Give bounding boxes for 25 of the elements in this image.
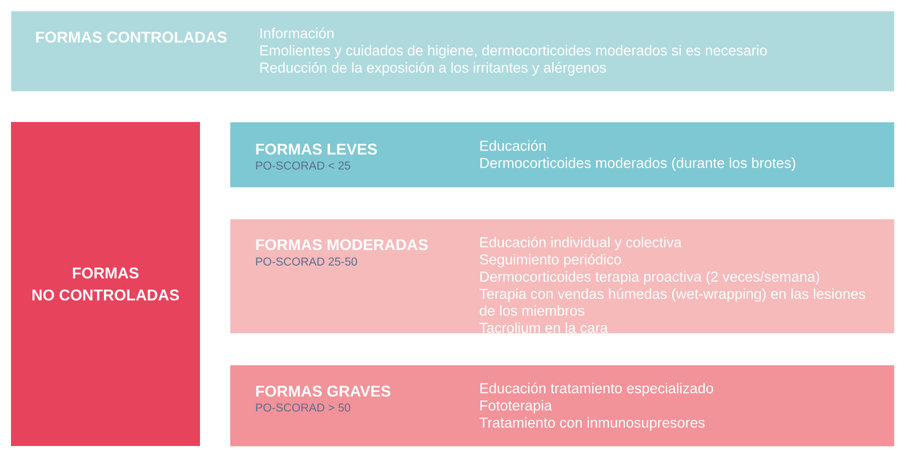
list-item: Educación individual y colectiva <box>480 236 682 250</box>
list-item: Tratamiento con inmunosupresores <box>480 417 705 431</box>
category-panel: FORMAS NO CONTROLADAS <box>11 122 200 446</box>
panel-heading: FORMAS LEVES <box>256 144 377 155</box>
list-item: Dermocorticoides moderados (durante los brotes) <box>480 157 796 171</box>
score-label: PO-SCORAD > 50 <box>256 403 350 412</box>
category-panel <box>230 365 894 446</box>
list-item: Tacrolium en la cara <box>480 322 608 333</box>
list-item: Educación <box>480 140 546 151</box>
panel-heading: FORMAS MODERADAS <box>256 239 428 250</box>
list-item: Educación tratamiento especializado <box>480 382 714 396</box>
panel-heading: FORMAS GRAVES <box>256 386 390 397</box>
panel-heading: FORMAS CONTROLADAS <box>36 32 227 43</box>
category-panel <box>11 11 894 92</box>
list-item: Terapia con vendas húmedas (wet-wrapping) en las lesiones de los miembros <box>480 288 866 316</box>
score-label: PO-SCORAD 25-50 <box>256 257 357 266</box>
list-item: Fototerapia <box>480 400 552 414</box>
list-item: Información <box>260 28 334 38</box>
category-panel <box>230 122 894 188</box>
score-label: PO-SCORAD < 25 <box>256 161 350 170</box>
list-item: Seguimiento periódico <box>480 254 622 268</box>
list-item: Emolientes y cuidados de higiene, dermocorticoides moderados si es necesario <box>260 44 767 58</box>
list-item: Reducción de la exposición a los irritantes y alérgenos <box>260 62 606 76</box>
category-panel <box>230 219 894 334</box>
list-item: Dermocorticoides terapia proactiva (2 veces/semana) <box>480 271 820 285</box>
